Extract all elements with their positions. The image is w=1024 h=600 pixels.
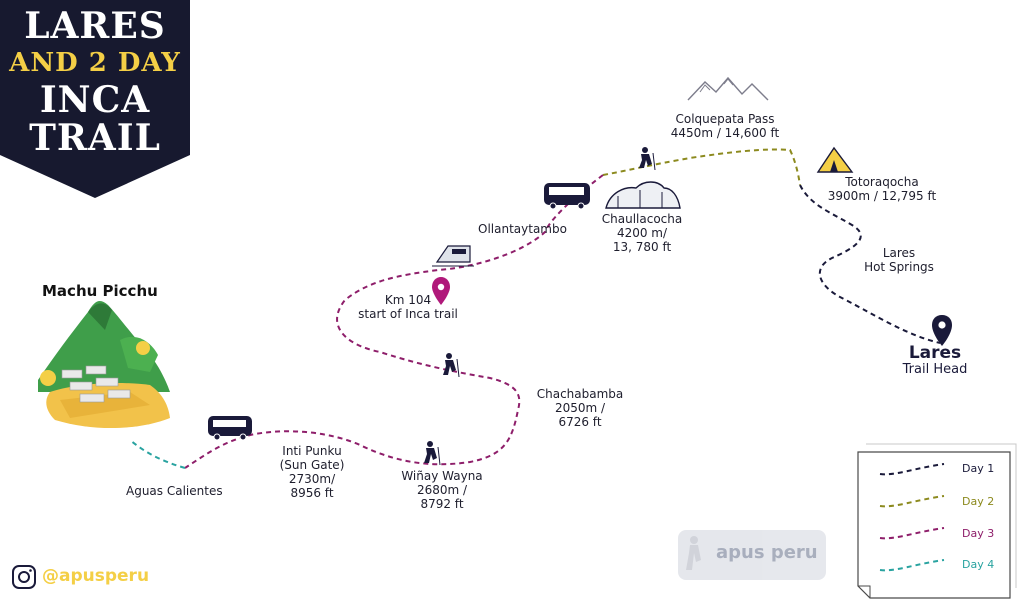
chaullacocha-label: Chaullacocha 4200 m/ 13, 780 ft <box>598 212 686 254</box>
hiker-logo-icon <box>678 530 826 580</box>
train-icon <box>432 245 474 267</box>
route-day2 <box>602 148 801 186</box>
lares-hot-springs-sub: Hot Springs <box>864 260 934 274</box>
hiker-icon-winay-wayna <box>424 441 441 466</box>
lares-hot-springs-label: Lares Hot Springs <box>854 246 944 274</box>
bus-icon-ollantaytambo <box>544 183 590 210</box>
inti-punku-label: Inti Punku (Sun Gate) 2730m/ 8956 ft <box>270 444 354 500</box>
mountains-icon <box>687 76 769 101</box>
banner-title-line4: TRAIL <box>29 117 161 159</box>
hiker-icon-colquepata <box>639 147 656 171</box>
chaullacocha-ft: 13, 780 ft <box>612 240 672 254</box>
chachabamba-name: Chachabamba <box>536 387 624 401</box>
title-banner <box>0 0 190 198</box>
chachabamba-ft: 6726 ft <box>558 415 602 429</box>
location-pin-lares-icon <box>932 315 952 346</box>
machu-picchu-illustration-icon <box>38 300 170 429</box>
inti-punku-sub: (Sun Gate) <box>279 458 345 472</box>
colquepata-name: Colquepata Pass <box>675 112 775 126</box>
legend-swatch-day1 <box>879 463 945 476</box>
chachabamba-m: 2050m / <box>554 401 606 415</box>
banner-title-line2: AND 2 DAY <box>9 48 181 78</box>
legend-label-day3: Day 3 <box>962 527 995 540</box>
legend-box <box>857 443 1017 599</box>
legend-label-day1: Day 1 <box>962 462 995 475</box>
inti-punku-name: Inti Punku <box>282 444 342 458</box>
route-day1 <box>799 184 941 344</box>
ollantaytambo-label: Ollantaytambo <box>478 222 567 236</box>
route-day4 <box>129 439 186 469</box>
colquepata-alt: 4450m / 14,600 ft <box>670 126 780 140</box>
aguas-calientes-label: Aguas Calientes <box>126 484 223 498</box>
legend-label-day2: Day 2 <box>962 495 995 508</box>
legend-swatch-day2 <box>879 495 945 508</box>
colquepata-label: Colquepata Pass 4450m / 14,600 ft <box>660 112 790 140</box>
instagram-handle[interactable]: @apusperu <box>42 566 150 586</box>
camp-huts-icon <box>605 181 681 209</box>
winay-wayna-label: Wiñay Wayna 2680m / 8792 ft <box>394 469 490 511</box>
tent-icon <box>816 146 854 173</box>
bus-icon-aguas <box>208 416 252 441</box>
route-day3 <box>184 174 604 469</box>
location-pin-km104-icon <box>432 277 450 305</box>
totoraqocha-alt: 3900m / 12,795 ft <box>827 189 937 203</box>
inti-punku-m: 2730m/ <box>288 472 336 486</box>
legend-swatch-day4 <box>879 559 945 572</box>
hiker-icon-chachabamba <box>443 353 460 378</box>
chaullacocha-m: 4200 m/ <box>616 226 668 240</box>
lares-hot-springs-name: Lares <box>882 246 916 260</box>
totoraqocha-label: Totoraqocha 3900m / 12,795 ft <box>816 175 948 203</box>
banner-title-line1: LARES <box>24 5 166 47</box>
winay-wayna-m: 2680m / <box>416 483 468 497</box>
km104-name: Km 104 <box>384 293 432 307</box>
totoraqocha-name: Totoraqocha <box>845 175 919 189</box>
chachabamba-label: Chachabamba 2050m / 6726 ft <box>530 387 630 429</box>
km104-sub: start of Inca trail <box>358 307 458 321</box>
winay-wayna-name: Wiñay Wayna <box>401 469 483 483</box>
banner-title-line3: INCA <box>39 79 151 121</box>
lares-trailhead-label: Lares Trail Head <box>890 344 980 378</box>
km104-label: Km 104 start of Inca trail <box>346 293 470 321</box>
lares-trailhead-sub: Trail Head <box>902 362 968 377</box>
lares-trailhead-name: Lares <box>908 343 962 363</box>
instagram-icon <box>12 565 36 589</box>
chaullacocha-name: Chaullacocha <box>601 212 683 226</box>
machu-picchu-label: Machu Picchu <box>42 282 158 300</box>
winay-wayna-ft: 8792 ft <box>420 497 464 511</box>
legend-label-day4: Day 4 <box>962 558 995 571</box>
watermark-text: apus peru <box>716 542 818 563</box>
legend-swatch-day3 <box>879 527 945 540</box>
inti-punku-ft: 8956 ft <box>290 486 334 500</box>
